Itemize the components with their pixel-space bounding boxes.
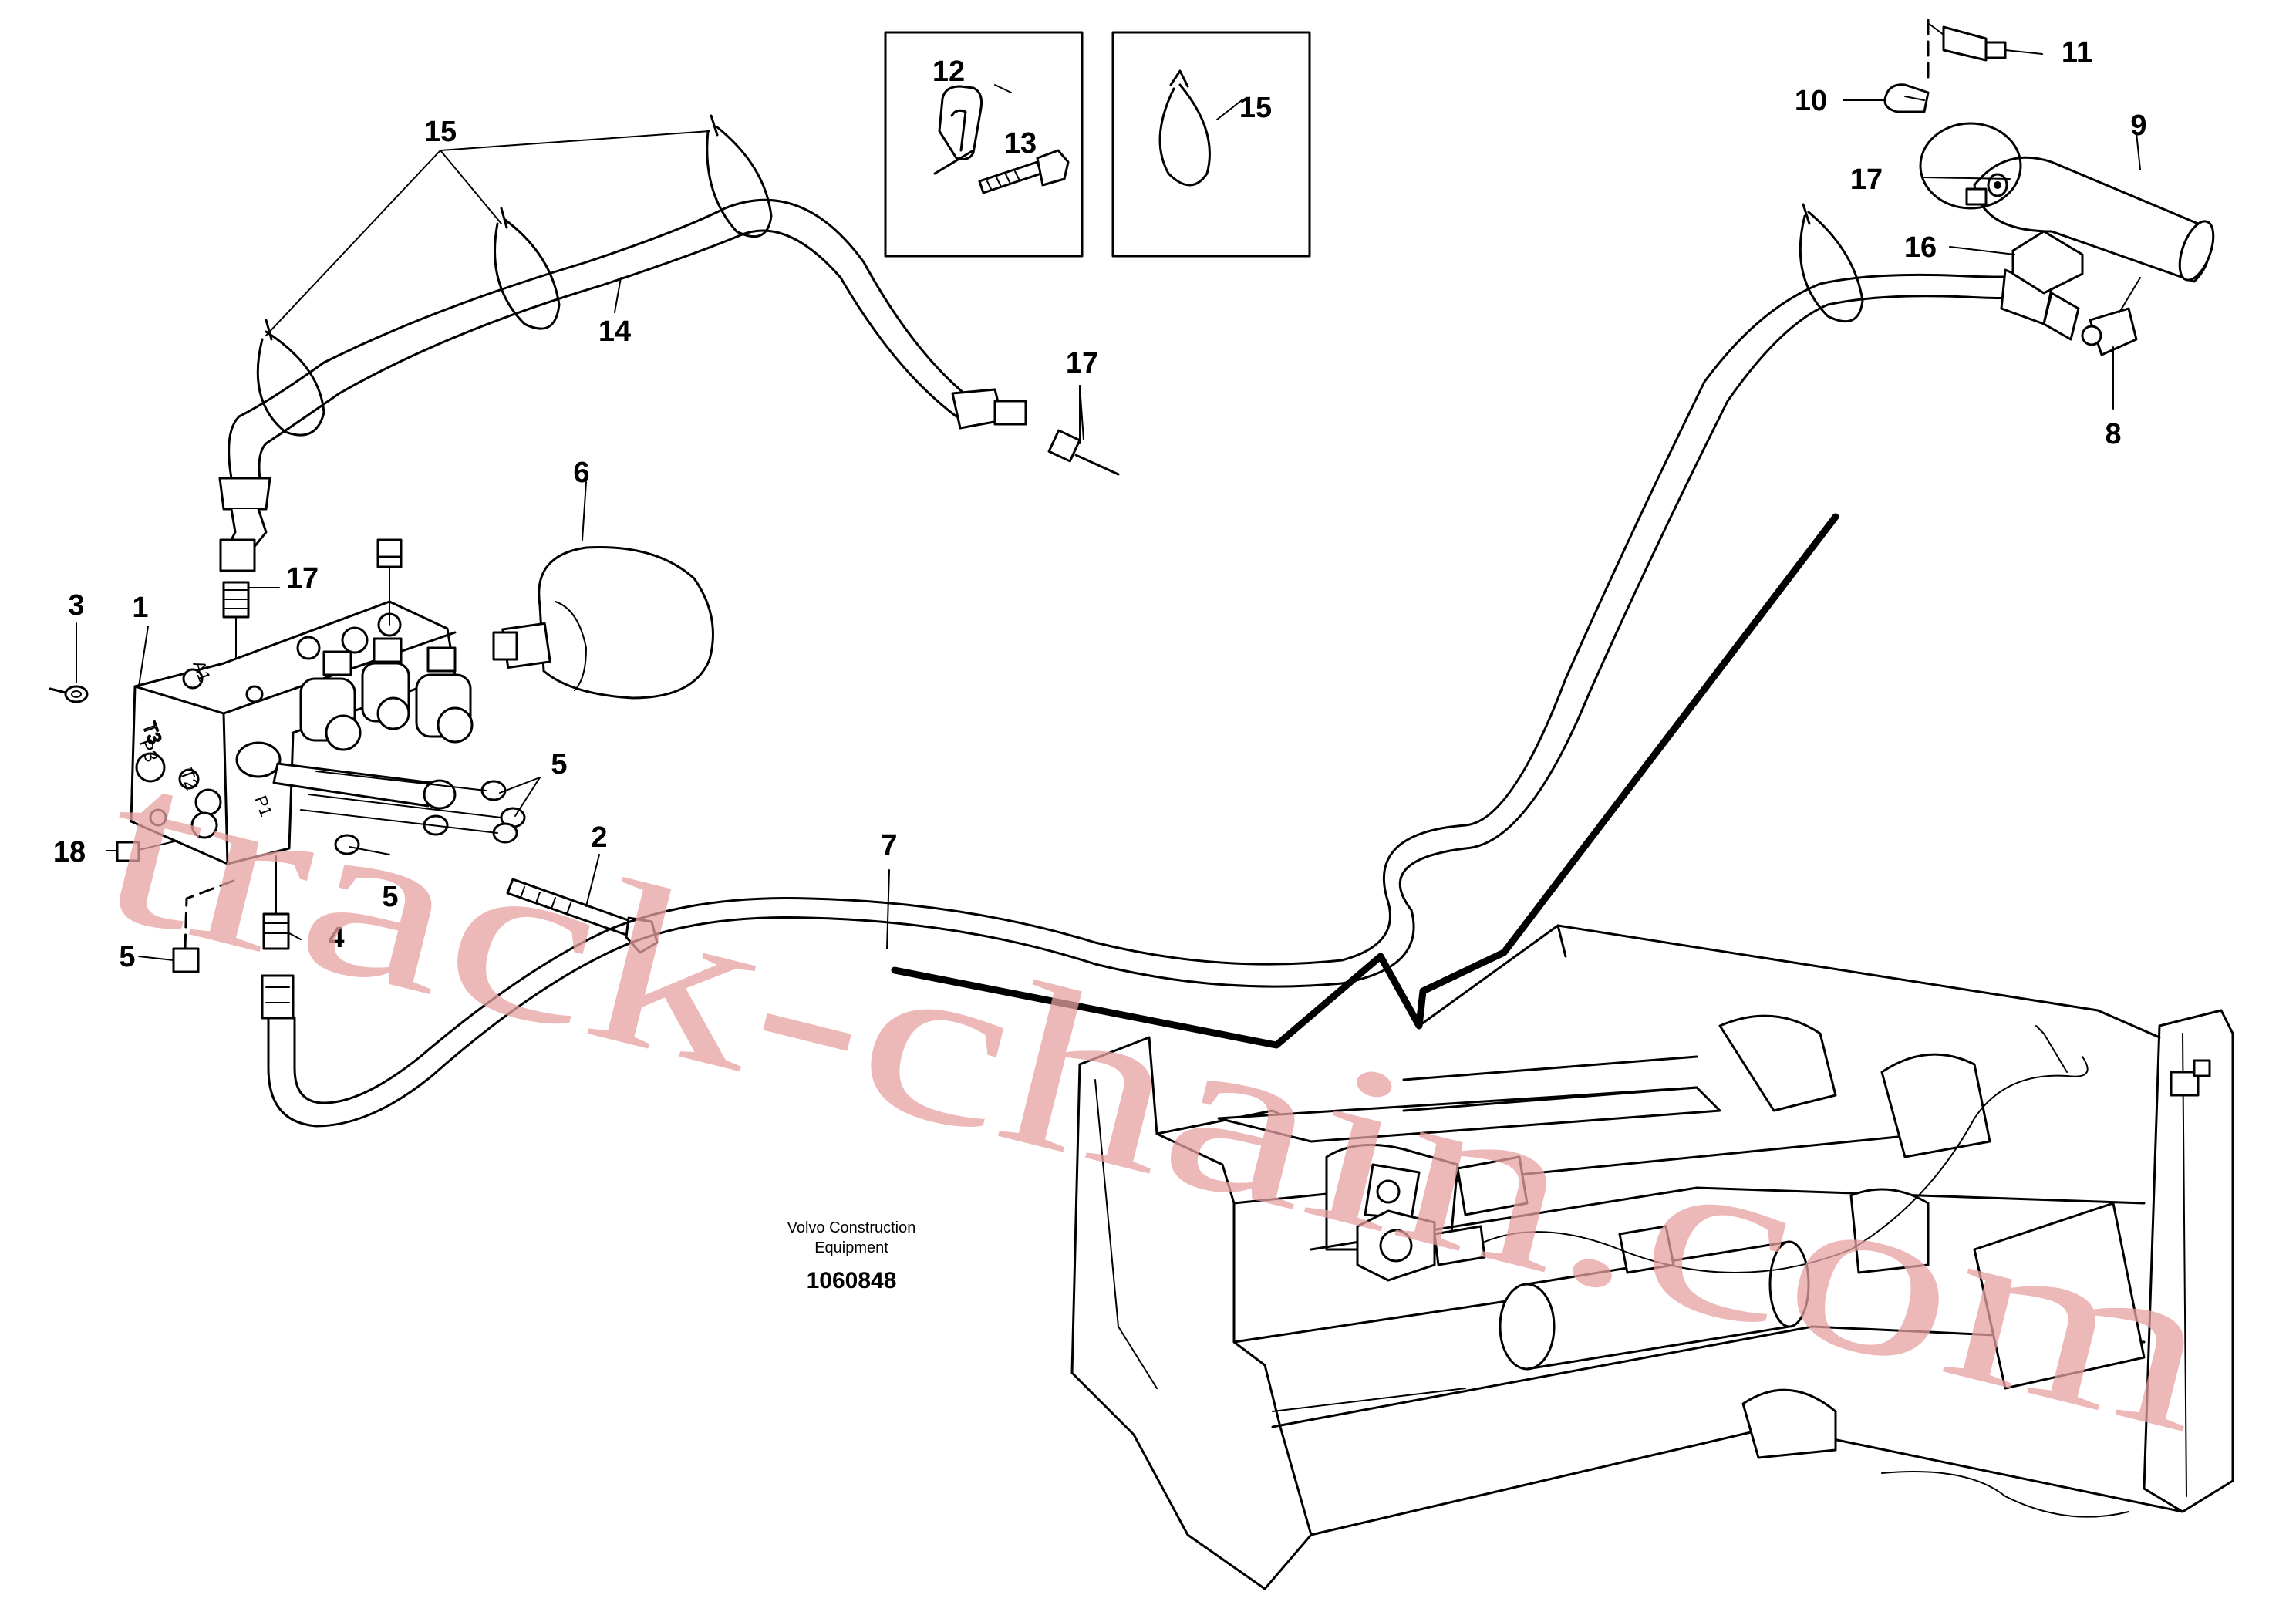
callout-7: 7 [881,829,897,862]
callout-6: 6 [573,457,589,489]
callout-15-inset: 15 [1239,92,1272,124]
callout-5-left: 5 [119,941,135,973]
publisher-line-2: Equipment [814,1239,888,1256]
callout-4: 4 [328,922,344,954]
hose-14 [218,114,1027,572]
publisher-line-1: Volvo Construction [787,1219,916,1236]
machine-frame [891,513,2234,1590]
callout-14: 14 [598,315,631,348]
callout-1: 1 [132,592,148,624]
callout-5-middle: 5 [382,881,398,913]
callout-9: 9 [2130,110,2146,142]
callout-3: 3 [68,589,84,622]
fitting-17-top [1047,385,1120,476]
callout-17-sensor: 17 [1850,164,1883,196]
sensor-group [1883,14,2215,356]
title-block: Volvo Construction Equipment 1060848 [787,1219,916,1293]
callout-17-block: 17 [286,562,319,595]
hose-7 [261,203,2080,1128]
inset-box-clamp-and-screw [884,31,1084,258]
callout-15-main: 15 [424,116,457,148]
callout-5-right: 5 [551,748,567,781]
washer-3 [64,685,89,703]
leader-12-to-clamp [994,84,1012,93]
callout-2: 2 [591,821,607,854]
callout-12: 12 [932,56,965,88]
callout-labels: 1 2 3 4 5 5 5 6 7 8 9 10 11 12 13 14 15 … [53,36,2147,973]
callout-17-hose: 17 [1066,347,1098,379]
inset-box-cable-tie [1111,31,1311,258]
plug-top [376,538,403,558]
drawing-number: 1060848 [807,1268,897,1293]
callout-18: 18 [53,836,86,868]
callout-8: 8 [2105,418,2121,450]
callout-11: 11 [2062,36,2092,69]
accumulator-6 [492,481,714,700]
callout-13: 13 [1004,127,1037,160]
callout-10: 10 [1795,85,1827,117]
leader-lines [76,49,2141,961]
small-parts-near-block [49,538,659,973]
callout-16: 16 [1904,231,1937,264]
valve-block-1: T3 P3 T2 A1 P1 [130,600,474,865]
